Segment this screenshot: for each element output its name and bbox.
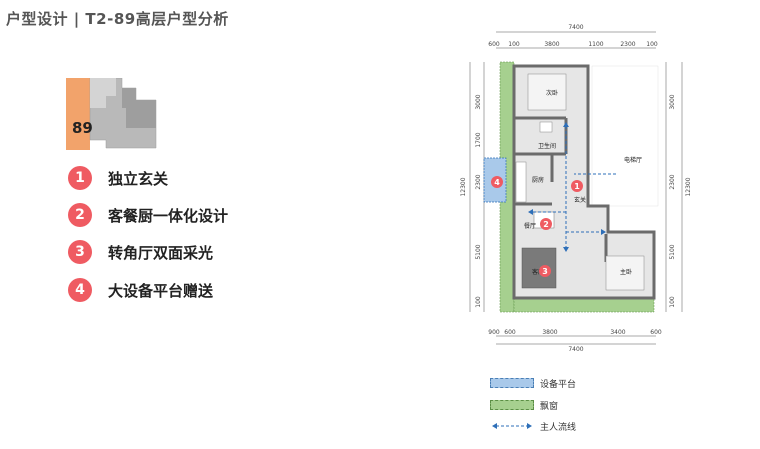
dim-left: 1700 bbox=[475, 132, 482, 147]
outer-wall bbox=[512, 64, 656, 300]
dim-bottom: 600 bbox=[650, 329, 662, 336]
dim-top-total: 7400 bbox=[568, 24, 583, 31]
dim-left: 100 bbox=[475, 296, 482, 308]
marker-2: 2 bbox=[540, 218, 552, 230]
svg-text:4: 4 bbox=[494, 178, 500, 187]
dim-left-total: 12300 bbox=[460, 177, 467, 196]
room-label-master: 主卧 bbox=[620, 268, 632, 276]
elevator-hall-area bbox=[591, 65, 659, 207]
dim-top: 600 bbox=[488, 41, 500, 48]
svg-text:2: 2 bbox=[543, 220, 549, 229]
legend-item: 飘窗 bbox=[490, 398, 558, 412]
feature-text: 大设备平台赠送 bbox=[108, 281, 214, 300]
bay-window-bottom bbox=[513, 297, 655, 313]
feature-number-badge: 1 bbox=[68, 166, 92, 190]
dim-top: 2300 bbox=[620, 41, 635, 48]
dim-right: 2300 bbox=[669, 174, 676, 189]
room-label-bedroom2: 次卧 bbox=[546, 89, 558, 97]
feature-number-badge: 3 bbox=[68, 240, 92, 264]
legend-item: 主人流线 bbox=[490, 419, 576, 433]
dim-right: 100 bbox=[669, 296, 676, 308]
dim-bottom: 3400 bbox=[610, 329, 625, 336]
page-title: 户型设计 | T2-89高层户型分析 bbox=[6, 10, 229, 28]
dim-bottom: 600 bbox=[504, 329, 516, 336]
feature-number-badge: 2 bbox=[68, 203, 92, 227]
thumbnail-highlight bbox=[66, 78, 90, 150]
sofa-icon bbox=[521, 247, 557, 289]
unit-thumbnail bbox=[66, 78, 157, 150]
room-label-elevator-hall: 电梯厅 bbox=[624, 156, 642, 164]
dim-top: 100 bbox=[508, 41, 520, 48]
kitchen-counter-icon bbox=[515, 161, 527, 203]
legend-arrow-icon bbox=[492, 423, 532, 429]
feature-item: 4 大设备平台赠送 bbox=[68, 278, 213, 302]
legend-label: 主人流线 bbox=[540, 422, 577, 433]
legend-swatch-baywindow bbox=[490, 400, 534, 410]
legend-label: 设备平台 bbox=[540, 379, 577, 390]
dim-left: 5100 bbox=[475, 244, 482, 259]
dim-right: 3000 bbox=[669, 94, 676, 109]
dim-top: 100 bbox=[646, 41, 658, 48]
bed-icon bbox=[527, 73, 567, 111]
legend-item: 设备平台 bbox=[490, 376, 576, 390]
dim-left: 2300 bbox=[475, 174, 482, 189]
dim-bottom: 3800 bbox=[542, 329, 557, 336]
svg-text:1: 1 bbox=[574, 182, 580, 191]
room-label-foyer: 玄关 bbox=[574, 196, 586, 204]
room-label-bathroom: 卫生间 bbox=[538, 142, 556, 150]
marker-4: 4 bbox=[491, 176, 503, 188]
room-label-dining: 餐厅 bbox=[524, 222, 536, 230]
feature-text: 独立玄关 bbox=[108, 169, 169, 188]
dim-bottom: 900 bbox=[488, 329, 500, 336]
arrow-left-icon bbox=[528, 209, 533, 215]
arrow-down-icon bbox=[563, 247, 569, 252]
feature-number-badge: 4 bbox=[68, 278, 92, 302]
arrow-up-icon bbox=[563, 122, 569, 127]
feature-item: 3 转角厅双面采光 bbox=[68, 240, 213, 264]
dim-top: 3800 bbox=[544, 41, 559, 48]
unit-thumbnail-label: 89 bbox=[72, 119, 93, 137]
dim-right-total: 12300 bbox=[685, 177, 692, 196]
feature-text: 转角厅双面采光 bbox=[108, 243, 214, 262]
bathroom-fixture-icon bbox=[539, 121, 553, 133]
main-circulation-path bbox=[532, 126, 616, 248]
feature-text: 客餐厨一体化设计 bbox=[108, 206, 229, 225]
master-bed-icon bbox=[605, 255, 645, 291]
room-label-kitchen: 厨房 bbox=[532, 176, 544, 184]
feature-item: 1 独立玄关 bbox=[68, 166, 168, 190]
svg-text:3: 3 bbox=[542, 267, 548, 276]
dim-left: 3000 bbox=[475, 94, 482, 109]
marker-3: 3 bbox=[539, 265, 551, 277]
dim-bottom-total: 7400 bbox=[568, 346, 583, 352]
arrow-right-icon bbox=[601, 229, 606, 235]
dim-top: 1100 bbox=[588, 41, 603, 48]
legend-label: 飘窗 bbox=[540, 401, 559, 412]
room-label-living: 客厅 bbox=[532, 268, 544, 276]
legend-swatch-equipment bbox=[490, 378, 534, 388]
dim-right: 5100 bbox=[669, 244, 676, 259]
marker-1: 1 bbox=[571, 180, 583, 192]
floor-plan: 7400 600 100 3800 1100 2300 100 900 600 … bbox=[460, 24, 692, 352]
feature-item: 2 客餐厨一体化设计 bbox=[68, 203, 228, 227]
